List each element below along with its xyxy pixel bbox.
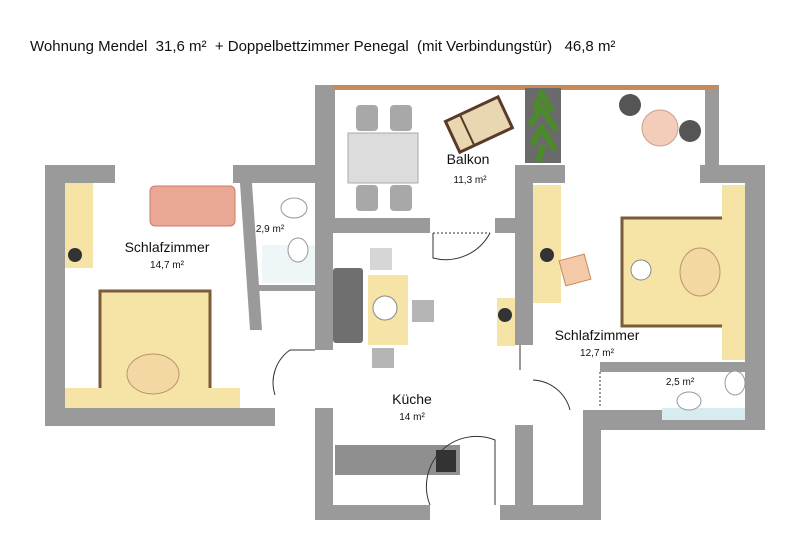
room-name-schlafzimmer-left: Schlafzimmer — [125, 239, 210, 255]
door-kitchen-entrance — [425, 435, 496, 506]
door-balcony — [432, 232, 491, 261]
wall-kitchen-right-b — [515, 425, 533, 520]
kitchen-furniture — [333, 248, 515, 475]
lamp-icon — [630, 259, 652, 281]
lamp-icon — [540, 248, 554, 262]
toilet-icon — [280, 197, 308, 219]
room-area-schlafzimmer-left: 14,7 m² — [150, 260, 185, 271]
balcony-chair — [356, 105, 378, 131]
kitchen-chair — [370, 248, 392, 270]
pillow — [126, 353, 180, 395]
balcony-stool — [679, 120, 701, 142]
wall-kitchen-bottom-a — [315, 505, 430, 520]
balcony-stool — [619, 94, 641, 116]
balcony-table — [347, 132, 419, 184]
sink-icon — [676, 391, 702, 411]
kitchen-chair — [372, 348, 394, 368]
wall-left-top-a — [45, 165, 115, 183]
wall-right-step — [583, 410, 601, 520]
room-name-kueche: Küche — [392, 391, 432, 407]
plan-title: Wohnung Mendel 31,6 m² + Doppelbettzimme… — [30, 38, 616, 55]
side-cabinet — [722, 185, 745, 360]
sofa — [149, 185, 236, 227]
right-bedroom-furniture — [533, 185, 746, 420]
balcony-chair — [390, 105, 412, 131]
left-bedroom-furniture — [65, 183, 315, 408]
walls — [45, 85, 765, 520]
bath-right-floor — [662, 408, 745, 420]
wall-kitchen-top-a — [315, 218, 430, 233]
armchair — [558, 253, 592, 287]
room-area-bad-right: 2,5 m² — [666, 377, 695, 388]
door-right-bedroom — [532, 379, 571, 411]
sink-icon — [287, 237, 309, 263]
wall-bath-left-diag — [240, 183, 262, 330]
room-area-bad-left: 2,9 m² — [256, 224, 285, 235]
pillow — [679, 247, 721, 297]
stove-icon — [436, 450, 456, 472]
wall-balcony-right — [705, 85, 719, 180]
wall-left-top-b — [233, 165, 333, 183]
balcony-chair — [390, 185, 412, 211]
balcony-furniture — [347, 88, 701, 211]
wall-bath-right-top — [600, 362, 745, 372]
wall-right-top-a — [515, 165, 565, 183]
wardrobe — [533, 185, 561, 303]
balcony-railing — [333, 85, 718, 90]
lamp-icon — [68, 248, 82, 262]
wall-kitchen-right-a — [515, 165, 533, 345]
wall-right-outer — [745, 165, 765, 430]
wall-left-outer — [45, 165, 65, 425]
room-name-balkon: Balkon — [447, 151, 490, 167]
doors — [272, 232, 601, 506]
kitchen-cabinet — [497, 298, 515, 346]
room-name-schlafzimmer-right: Schlafzimmer — [555, 327, 640, 343]
toilet-icon — [724, 370, 746, 396]
wall-kitchen-bottom-b — [500, 505, 533, 520]
sun-lounger — [443, 94, 515, 155]
wall-balcony-left — [315, 85, 335, 225]
wall-left-kitchen-b — [315, 408, 333, 518]
wall-left-bottom — [45, 408, 275, 426]
wall-right-bottom-b — [533, 505, 601, 520]
room-area-kueche: 14 m² — [399, 412, 425, 423]
door-left-bedroom — [272, 349, 315, 396]
kitchen-chair — [412, 300, 434, 322]
room-area-balkon: 11,3 m² — [453, 175, 487, 186]
lamp-icon — [498, 308, 512, 322]
lamp-icon — [372, 295, 398, 321]
wall-bath-left-bottom — [258, 285, 315, 291]
balcony-chair — [356, 185, 378, 211]
room-area-schlafzimmer-right: 12,7 m² — [580, 348, 615, 359]
round-table — [641, 109, 679, 147]
sideboard — [65, 388, 240, 408]
plant-icon — [525, 88, 561, 163]
kitchen-sofa — [333, 268, 363, 343]
